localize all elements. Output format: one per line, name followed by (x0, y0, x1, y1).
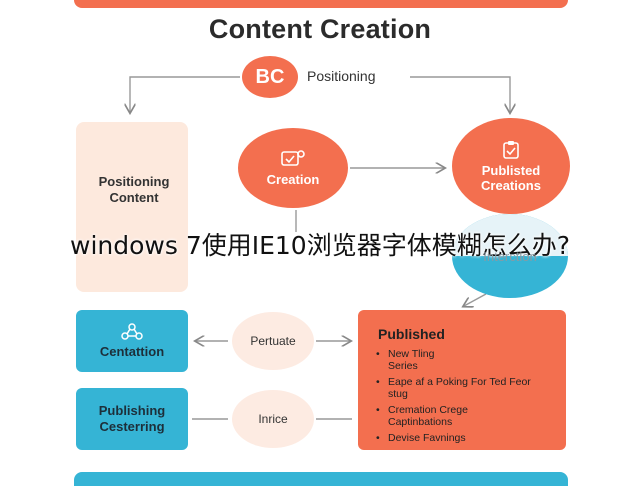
interaction-label: Interction (483, 248, 537, 264)
pertuate-node: Pertuate (232, 312, 314, 370)
published-panel-title: Published (378, 326, 445, 342)
arrow-bc-to-positioning (130, 76, 240, 112)
creation-node: Creation (238, 128, 348, 208)
network-icon (121, 322, 143, 340)
positioning-content-label: Positioning Content (98, 174, 170, 205)
document-icon (281, 150, 305, 166)
arrow-bc-to-published (410, 76, 510, 112)
published-list: New Tling Series Eape af a Poking For Te… (376, 348, 538, 448)
bc-label: BC (255, 65, 285, 88)
clipboard-icon (503, 140, 519, 159)
bc-positioning-label: Positioning (307, 68, 376, 84)
bc-badge: BC (242, 56, 298, 98)
centation-label: Centattion (99, 343, 165, 359)
creation-label: Creation (266, 172, 320, 187)
top-bar (74, 0, 568, 8)
overlay-caption: windows 7使用IE10浏览器字体模糊怎么办? (70, 231, 570, 260)
inrice-label: Inrice (258, 412, 288, 426)
published-creations-node: Publisted Creations (452, 118, 570, 214)
list-item: New Tling Series (376, 348, 458, 372)
interaction-top (452, 214, 568, 256)
list-item: Devise Favnings (376, 432, 538, 444)
published-panel: Published New Tling Series Eape af a Pok… (358, 310, 566, 450)
inrice-node: Inrice (232, 390, 314, 448)
published-creations-label: Publisted Creations (481, 162, 541, 193)
interaction-node: Interction (452, 214, 568, 298)
positioning-content-box (76, 122, 188, 292)
arrow-interaction-to-panel (464, 293, 487, 306)
publishing-box: Publishing Cesterring (76, 388, 188, 450)
bottom-bar (74, 472, 568, 486)
publishing-label: Publishing Cesterring (98, 403, 166, 434)
diagram-title: Content Creation (208, 14, 432, 44)
list-item: Eape af a Poking For Ted Feor stug (376, 376, 538, 400)
centation-box: Centattion (76, 310, 188, 372)
pertuate-label: Pertuate (250, 334, 296, 348)
list-item: Cremation Crege Captinbations (376, 404, 518, 428)
